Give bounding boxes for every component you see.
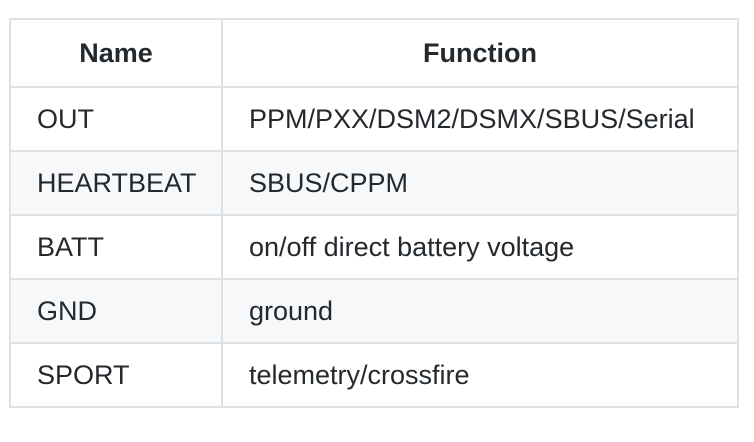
- pin-table-container: Name Function OUT PPM/PXX/DSM2/DSMX/SBUS…: [9, 18, 739, 408]
- cell-function: on/off direct battery voltage: [221, 214, 739, 280]
- table-row: GND ground: [9, 278, 739, 344]
- table-row: BATT on/off direct battery voltage: [9, 214, 739, 280]
- header-function: Function: [221, 18, 739, 88]
- cell-function: ground: [221, 278, 739, 344]
- cell-name: SPORT: [9, 342, 223, 408]
- cell-function: SBUS/CPPM: [221, 150, 739, 216]
- header-row: Name Function: [9, 18, 739, 88]
- table-row: SPORT telemetry/crossfire: [9, 342, 739, 408]
- table-row: HEARTBEAT SBUS/CPPM: [9, 150, 739, 216]
- cell-function: telemetry/crossfire: [221, 342, 739, 408]
- cell-name: BATT: [9, 214, 223, 280]
- table-header: Name Function: [9, 18, 739, 88]
- cell-function: PPM/PXX/DSM2/DSMX/SBUS/Serial: [221, 86, 739, 152]
- cell-name: OUT: [9, 86, 223, 152]
- table-body: OUT PPM/PXX/DSM2/DSMX/SBUS/Serial HEARTB…: [9, 86, 739, 408]
- table-row: OUT PPM/PXX/DSM2/DSMX/SBUS/Serial: [9, 86, 739, 152]
- cell-name: GND: [9, 278, 223, 344]
- cell-name: HEARTBEAT: [9, 150, 223, 216]
- pin-function-table: Name Function OUT PPM/PXX/DSM2/DSMX/SBUS…: [9, 18, 739, 408]
- header-name: Name: [9, 18, 223, 88]
